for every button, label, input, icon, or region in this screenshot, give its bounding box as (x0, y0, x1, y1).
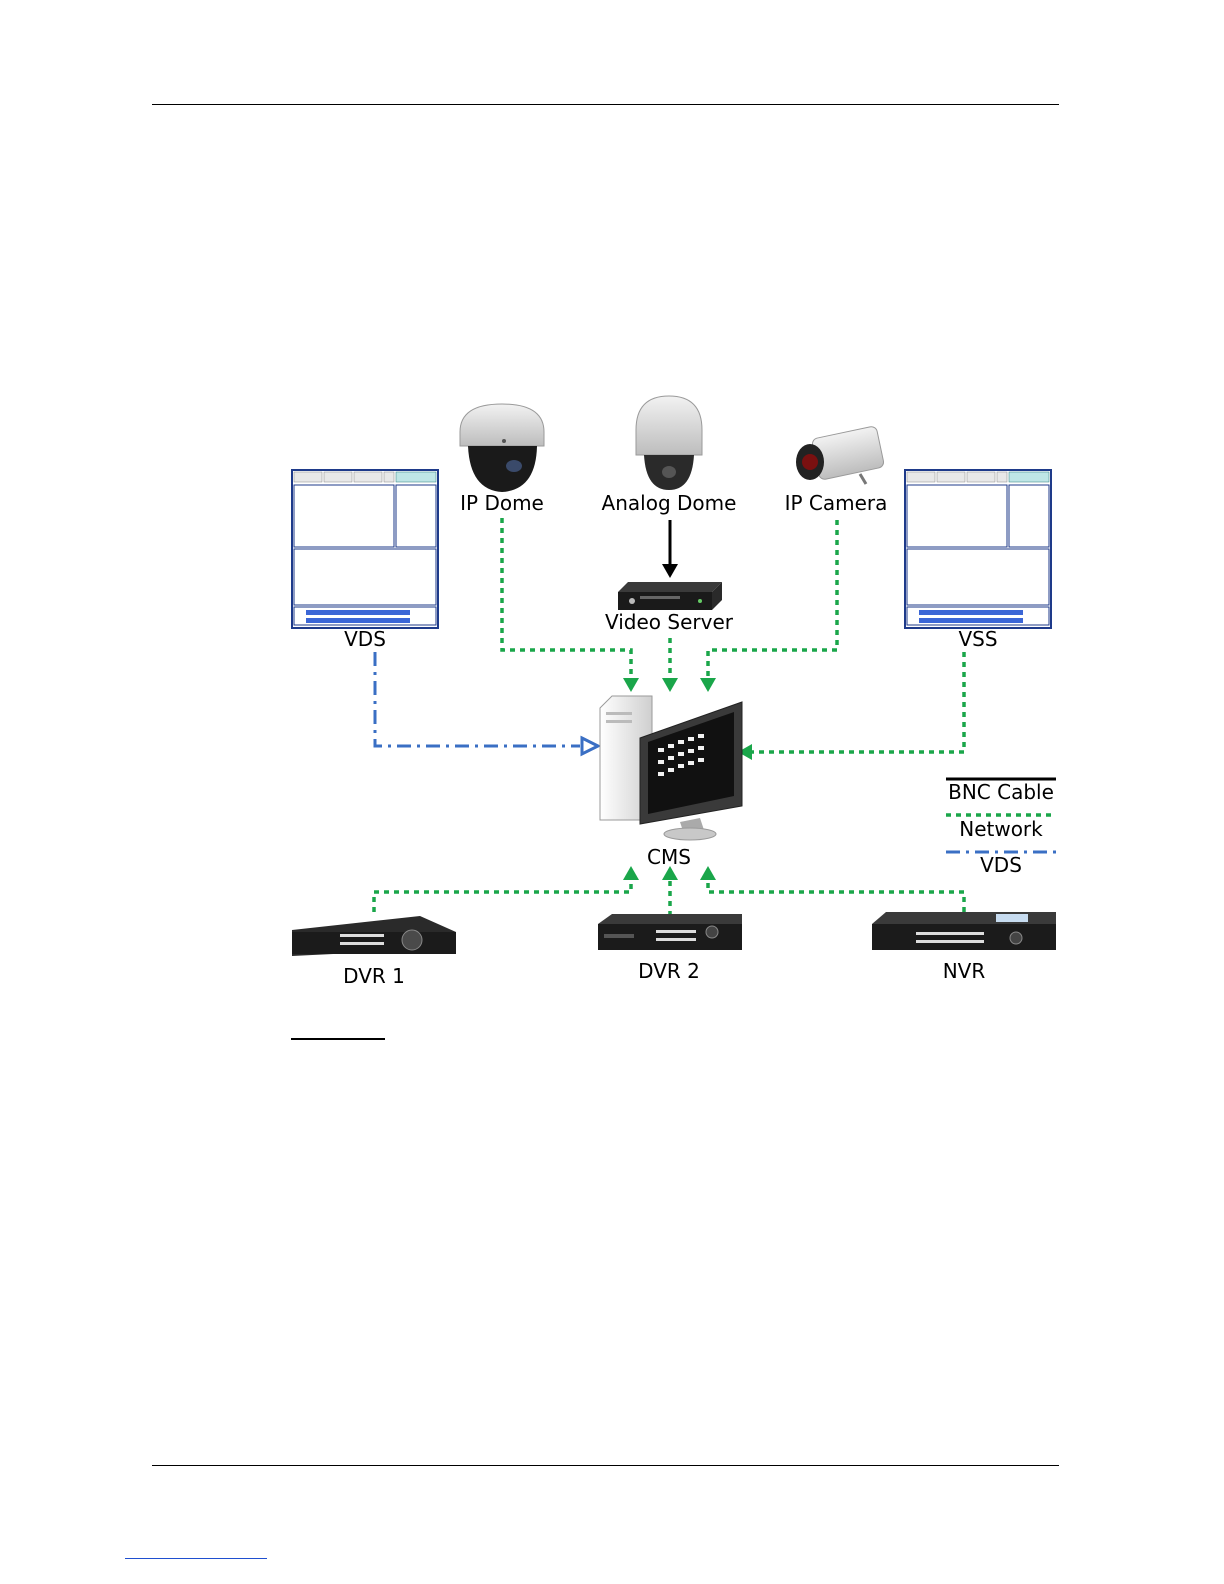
label-ip-camera: IP Camera (785, 491, 888, 515)
link-underline (125, 1558, 267, 1559)
dvr1-icon (292, 916, 456, 956)
link-ipcamera-cms (708, 520, 837, 682)
label-analog-dome: Analog Dome (602, 491, 737, 515)
link-vds-cms (375, 652, 580, 746)
legend-label-bnc: BNC Cable (948, 780, 1054, 804)
vss-window (905, 470, 1051, 628)
label-cms: CMS (647, 845, 691, 869)
link-ipdome-cms (502, 518, 631, 682)
heading-underline (291, 1038, 385, 1040)
analog-dome-icon (636, 396, 702, 490)
ip-camera-icon (796, 426, 885, 484)
label-vds: VDS (344, 627, 386, 651)
label-nvr: NVR (943, 959, 986, 983)
label-dvr1: DVR 1 (343, 964, 405, 988)
legend-label-network: Network (959, 817, 1043, 841)
vds-window (292, 470, 438, 628)
ip-dome-icon (460, 404, 544, 492)
link-vss-cms (748, 652, 964, 752)
label-video-server: Video Server (605, 610, 734, 634)
dvr2-icon (598, 914, 742, 950)
cms-workstation-icon (600, 696, 742, 840)
link-nvr-cms (708, 876, 964, 912)
video-server-icon (618, 582, 722, 610)
link-dvr1-cms (374, 876, 631, 912)
label-ip-dome: IP Dome (460, 491, 544, 515)
label-dvr2: DVR 2 (638, 959, 700, 983)
nvr-icon (872, 912, 1056, 950)
label-vss: VSS (958, 627, 997, 651)
legend-label-vds: VDS (980, 853, 1022, 877)
